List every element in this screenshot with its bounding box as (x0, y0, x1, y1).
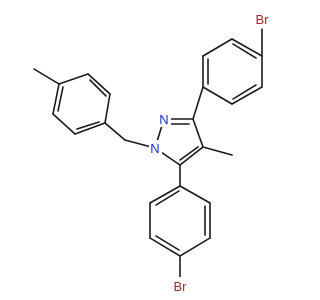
bond (149, 237, 181, 257)
double-bond-inner (179, 146, 199, 161)
bond (104, 93, 111, 124)
double-bond-inner (232, 43, 257, 59)
bond (231, 38, 263, 57)
bond-to-upper-ring (192, 86, 204, 120)
lower-bromophenyl-ring (149, 185, 211, 278)
bond (179, 185, 211, 204)
bromine-label-bottom: Br (174, 279, 188, 294)
bond (179, 146, 204, 166)
methyl-bond (33, 68, 60, 85)
bond (231, 86, 263, 105)
bond (52, 83, 60, 115)
bond-ch2-to-ring (104, 122, 126, 141)
bromine-label-top: Br (256, 12, 270, 27)
bond (74, 122, 106, 135)
label-background (168, 277, 192, 295)
bond (192, 118, 204, 148)
bond (202, 38, 233, 57)
double-bond-inner (89, 79, 107, 97)
bond (58, 73, 89, 85)
label-background (149, 140, 162, 156)
bond (202, 86, 233, 105)
atom-labels: Br Br N N (149, 10, 274, 295)
nitrogen-label-upper: N (159, 112, 168, 127)
label-background (250, 10, 274, 28)
double-bond-inner (76, 121, 100, 130)
upper-bromophenyl-ring (202, 28, 263, 105)
bond (179, 237, 211, 257)
bond (149, 185, 181, 204)
molecule-structure-diagram: Br Br N N (33, 10, 274, 295)
label-background (158, 111, 171, 127)
double-bond-inner (155, 235, 180, 251)
methylbenzyl-group (33, 68, 156, 149)
bond (87, 73, 111, 95)
double-bond-inner (232, 84, 257, 100)
pyrazole-ring (154, 86, 233, 187)
bond (52, 113, 76, 135)
methyl-bond (202, 146, 233, 156)
double-bond-inner (155, 190, 180, 206)
double-bond-inner (57, 86, 64, 112)
nitrogen-label-lower: N (150, 141, 159, 156)
